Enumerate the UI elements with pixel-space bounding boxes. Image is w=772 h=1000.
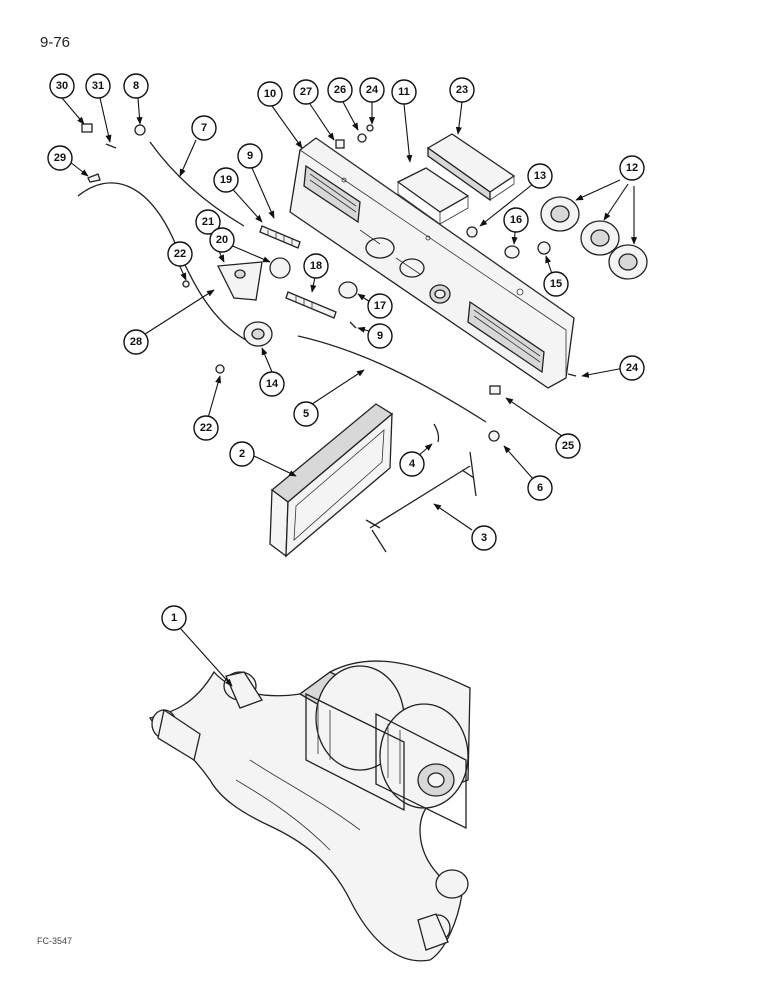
svg-text:22: 22 <box>174 248 186 260</box>
svg-text:9: 9 <box>247 150 253 162</box>
svg-text:7: 7 <box>201 122 207 134</box>
callout-25: 25 <box>555 433 581 459</box>
svg-text:15: 15 <box>550 278 562 290</box>
callout-9-lower: 9 <box>367 323 393 349</box>
callout-17: 17 <box>367 293 393 319</box>
callout-12: 12 <box>619 155 645 181</box>
callout-24-top: 24 <box>359 77 385 103</box>
callout-7: 7 <box>191 115 217 141</box>
svg-text:18: 18 <box>310 260 322 272</box>
callout-21: 21 <box>195 209 221 235</box>
air-filter <box>269 403 394 558</box>
svg-text:17: 17 <box>374 300 386 312</box>
svg-text:13: 13 <box>534 170 546 182</box>
callout-4: 4 <box>399 451 425 477</box>
svg-text:29: 29 <box>54 152 66 164</box>
svg-text:2: 2 <box>239 448 245 460</box>
figure-code: FC-3547 <box>37 936 73 946</box>
lever-plate <box>216 261 273 347</box>
callout-22-lower: 22 <box>193 415 219 441</box>
svg-text:20: 20 <box>216 234 228 246</box>
svg-text:23: 23 <box>456 84 468 96</box>
svg-text:31: 31 <box>92 80 104 92</box>
callout-13: 13 <box>527 163 553 189</box>
svg-text:11: 11 <box>398 86 410 98</box>
callout-8: 8 <box>123 73 149 99</box>
callout-2: 2 <box>229 441 255 467</box>
cover-plate <box>426 133 516 202</box>
svg-text:12: 12 <box>626 162 638 174</box>
svg-text:16: 16 <box>510 214 522 226</box>
svg-text:22: 22 <box>200 422 212 434</box>
svg-text:1: 1 <box>171 612 177 624</box>
callout-31: 31 <box>85 73 111 99</box>
svg-text:9: 9 <box>377 330 383 342</box>
svg-text:6: 6 <box>537 482 543 494</box>
svg-text:5: 5 <box>303 408 309 420</box>
callout-30: 30 <box>49 73 75 99</box>
svg-text:10: 10 <box>264 88 276 100</box>
page-number: 9-76 <box>40 34 71 51</box>
callouts: 30 31 8 7 29 10 27 26 24 11 23 9 19 13 1… <box>47 73 645 631</box>
callout-10: 10 <box>257 81 283 107</box>
callout-24-right: 24 <box>619 355 645 381</box>
svg-text:26: 26 <box>334 84 346 96</box>
callout-11: 11 <box>391 79 417 105</box>
callout-26: 26 <box>327 77 353 103</box>
leader-lines <box>61 97 638 687</box>
svg-text:21: 21 <box>202 216 214 228</box>
callout-20: 20 <box>209 227 235 253</box>
callout-5: 5 <box>293 401 319 427</box>
svg-text:19: 19 <box>220 174 232 186</box>
callout-18: 18 <box>303 253 329 279</box>
svg-text:24: 24 <box>626 362 639 374</box>
svg-text:27: 27 <box>300 86 312 98</box>
callout-29: 29 <box>47 145 73 171</box>
svg-text:3: 3 <box>481 532 487 544</box>
callout-16: 16 <box>503 207 529 233</box>
svg-text:30: 30 <box>56 80 68 92</box>
callout-3: 3 <box>471 525 497 551</box>
slide-rack <box>259 225 337 319</box>
callout-15: 15 <box>543 271 569 297</box>
small-hardware <box>81 123 577 443</box>
callout-9-upper: 9 <box>237 143 263 169</box>
callout-1: 1 <box>161 605 187 631</box>
callout-14: 14 <box>259 371 285 397</box>
callout-6: 6 <box>527 475 553 501</box>
svg-text:8: 8 <box>133 80 139 92</box>
svg-text:28: 28 <box>130 336 142 348</box>
callout-19: 19 <box>213 167 239 193</box>
callout-28: 28 <box>123 329 149 355</box>
blower-housing <box>148 660 471 962</box>
svg-text:25: 25 <box>562 440 574 452</box>
bracket <box>396 167 470 225</box>
callout-22-upper: 22 <box>167 241 193 267</box>
svg-text:24: 24 <box>366 84 379 96</box>
callout-23: 23 <box>449 77 475 103</box>
svg-text:14: 14 <box>266 378 279 390</box>
callout-27: 27 <box>293 79 319 105</box>
svg-text:4: 4 <box>409 458 416 470</box>
control-panel <box>289 137 575 389</box>
knob-set <box>540 196 648 280</box>
